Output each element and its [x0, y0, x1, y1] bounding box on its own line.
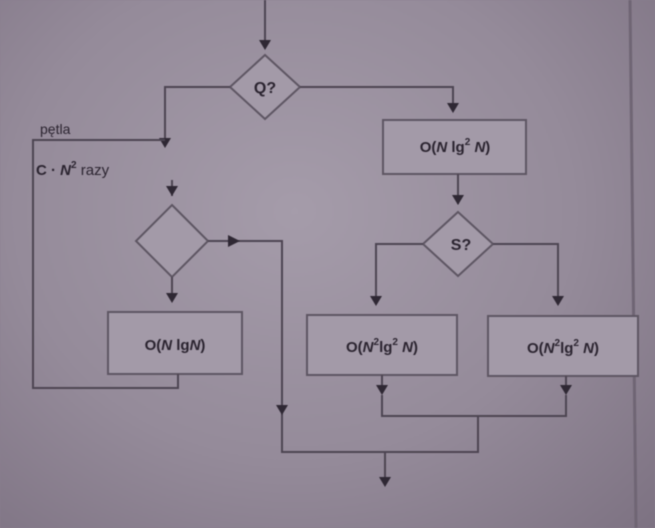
- loop-label-var: N: [60, 162, 72, 179]
- box-nlog2n-label: O(N lg2 N): [420, 137, 491, 156]
- nlog2n-open: O(: [420, 139, 437, 156]
- box-n2log2n-b-label: O(N2lg2 N): [527, 338, 599, 357]
- box-n2log2n-b: [487, 315, 639, 377]
- loop-diamond: [134, 203, 210, 279]
- q-right-branch: [300, 86, 454, 105]
- n2log2n-b-exp2: 2: [573, 338, 579, 349]
- n2log2n-a-exp1: 2: [374, 337, 380, 348]
- s-right-branch: [493, 243, 559, 302]
- nlogn-n1: N: [161, 337, 173, 354]
- loop-down-arrow: [166, 293, 178, 303]
- n2log2n-a-open: O(: [346, 339, 363, 356]
- decision-s-label: S?: [451, 237, 471, 254]
- box-nlog2n: [382, 119, 527, 175]
- box-b-down-arrow: [560, 385, 572, 395]
- q-right-arrow: [447, 103, 459, 113]
- to-s-arrow: [452, 195, 464, 205]
- nlogn-close: ): [200, 337, 205, 354]
- loop-exit-down-arrow: [276, 405, 288, 415]
- loop-label-line1: pętla: [40, 121, 71, 137]
- box-a-down-arrow: [376, 385, 388, 395]
- n2log2n-b-n1: N: [544, 340, 556, 357]
- nlog2n-n2: N: [470, 139, 486, 156]
- loop-back-line: [32, 139, 179, 389]
- entry-arrow: [259, 40, 271, 50]
- final-merge-line: [281, 415, 479, 453]
- loop-label-exp: 2: [71, 160, 77, 171]
- s-right-arrow: [552, 296, 564, 306]
- box-n2log2n-a: [306, 314, 458, 376]
- n2log2n-a-mid: lg: [379, 339, 392, 356]
- nlogn-open: O(: [145, 337, 162, 354]
- nlog2n-mid: lg: [447, 139, 465, 156]
- loop-label-prefix: C ·: [36, 162, 60, 179]
- box-nlogn-label: O(N lgN): [145, 337, 206, 354]
- decision-q-diamond: [228, 53, 302, 121]
- n2log2n-a-close: ): [413, 339, 418, 356]
- loop-exit-arrow: [228, 235, 240, 247]
- nlog2n-close: ): [485, 139, 490, 156]
- to-loop-arrow: [166, 186, 178, 196]
- exit-arrow: [379, 477, 391, 487]
- nlog2n-n1: N: [436, 139, 448, 156]
- loop-label-suffix: razy: [77, 162, 110, 179]
- n2log2n-b-exp1: 2: [555, 338, 561, 349]
- nlog2n-exp: 2: [465, 137, 471, 148]
- nlogn-mid: lg: [172, 337, 190, 354]
- box-n2log2n-a-label: O(N2lg2 N): [346, 337, 418, 356]
- nlogn-n2: N: [190, 337, 202, 354]
- n2log2n-b-close: ): [594, 340, 599, 357]
- n2log2n-a-n1: N: [363, 339, 375, 356]
- loop-label-line2: C · N2 razy: [36, 160, 110, 179]
- page-edge: [628, 0, 638, 528]
- s-merge-line: [381, 395, 567, 417]
- s-left-arrow: [370, 296, 382, 306]
- decision-q-label: Q?: [254, 80, 276, 97]
- n2log2n-b-open: O(: [527, 340, 544, 357]
- s-left-branch: [375, 243, 423, 302]
- n2log2n-a-n2: N: [398, 339, 414, 356]
- box-nlogn: [107, 311, 243, 375]
- n2log2n-b-n2: N: [579, 340, 595, 357]
- n2log2n-a-exp2: 2: [392, 337, 398, 348]
- decision-s-diamond: [421, 210, 495, 278]
- q-left-branch: [164, 86, 230, 140]
- n2log2n-b-mid: lg: [560, 340, 573, 357]
